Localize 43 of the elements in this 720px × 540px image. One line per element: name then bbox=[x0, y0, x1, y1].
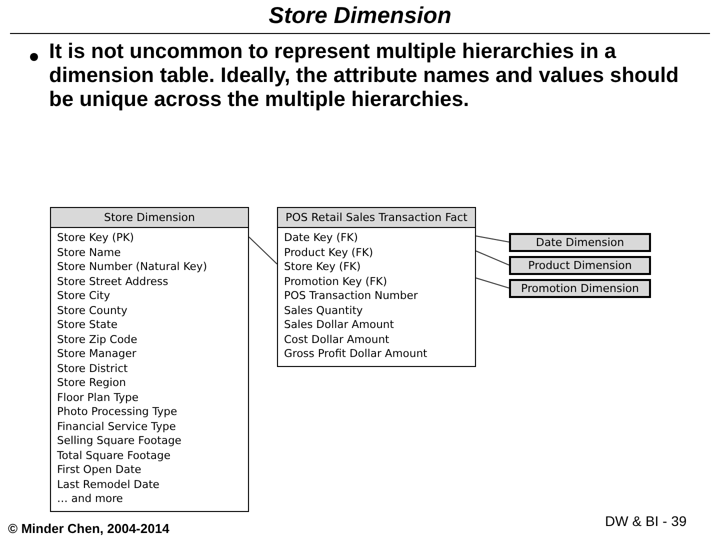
table-row-text: Store State bbox=[57, 318, 119, 332]
table-row-text: Product Key (FK) bbox=[284, 246, 374, 260]
table-row-text: Store District bbox=[57, 362, 129, 376]
table-row-text: Store City bbox=[57, 289, 112, 304]
connector-line bbox=[248, 236, 278, 264]
table-row-text: Date Key (FK) bbox=[284, 231, 359, 246]
table-row-text: Store Number (Natural Key) bbox=[57, 260, 208, 274]
table-row-text: … and more bbox=[57, 492, 124, 506]
table-row-text: Floor Plan Type bbox=[57, 390, 140, 405]
slide-title: Store Dimension bbox=[268, 2, 452, 29]
connector-line bbox=[476, 236, 510, 242]
dimension-box: Product Dimension bbox=[509, 256, 651, 275]
table-row-text: Gross Profit Dollar Amount bbox=[284, 347, 428, 362]
bullet-text: It is not uncommon to represent multiple hierarchies in a dimension table. Ideally, the attribute names and values should be unique across the multiple hierarchies. bbox=[49, 40, 680, 112]
table-row-text: Sales Quantity bbox=[284, 304, 364, 318]
table-row-text: Photo Processing Type bbox=[57, 405, 178, 420]
dimension-box: Promotion Dimension bbox=[509, 279, 651, 298]
table-box bbox=[50, 207, 249, 512]
table-row-text: Selling Square Footage bbox=[57, 434, 182, 448]
table-row-text: Store Key (PK) bbox=[57, 231, 135, 246]
copyright-text: © Minder Chen, 2004-2014 bbox=[8, 521, 170, 536]
table-row-text: First Open Date bbox=[57, 463, 142, 478]
table-row-text: Store Region bbox=[57, 376, 127, 390]
table-row-text: Total Square Footage bbox=[57, 448, 172, 463]
table-row-text: Store Name bbox=[57, 246, 122, 260]
table-row-text: Store County bbox=[57, 304, 128, 318]
dimension-box: Date Dimension bbox=[509, 233, 651, 252]
table-header: Store Dimension bbox=[51, 208, 248, 228]
connector-line bbox=[476, 278, 510, 288]
table-row-text: Last Remodel Date bbox=[57, 478, 160, 492]
table-row-text: Store Key (FK) bbox=[284, 260, 362, 274]
table-row-text: Store Manager bbox=[57, 347, 138, 362]
table-row-text: Financial Service Type bbox=[57, 420, 177, 434]
table-row-text: POS Transaction Number bbox=[284, 289, 419, 304]
table-box bbox=[277, 207, 476, 367]
table-header: POS Retail Sales Transaction Fact bbox=[278, 208, 475, 228]
table-row-text: Store Street Address bbox=[57, 274, 170, 289]
table-row-text: Sales Dollar Amount bbox=[284, 318, 396, 332]
table-row-text: Promotion Key (FK) bbox=[284, 274, 388, 289]
connector-line bbox=[476, 250, 510, 266]
table-row-text: Cost Dollar Amount bbox=[284, 332, 390, 347]
page-number: DW & BI - 39 bbox=[605, 513, 687, 529]
table-row-text: Store Zip Code bbox=[57, 332, 138, 347]
